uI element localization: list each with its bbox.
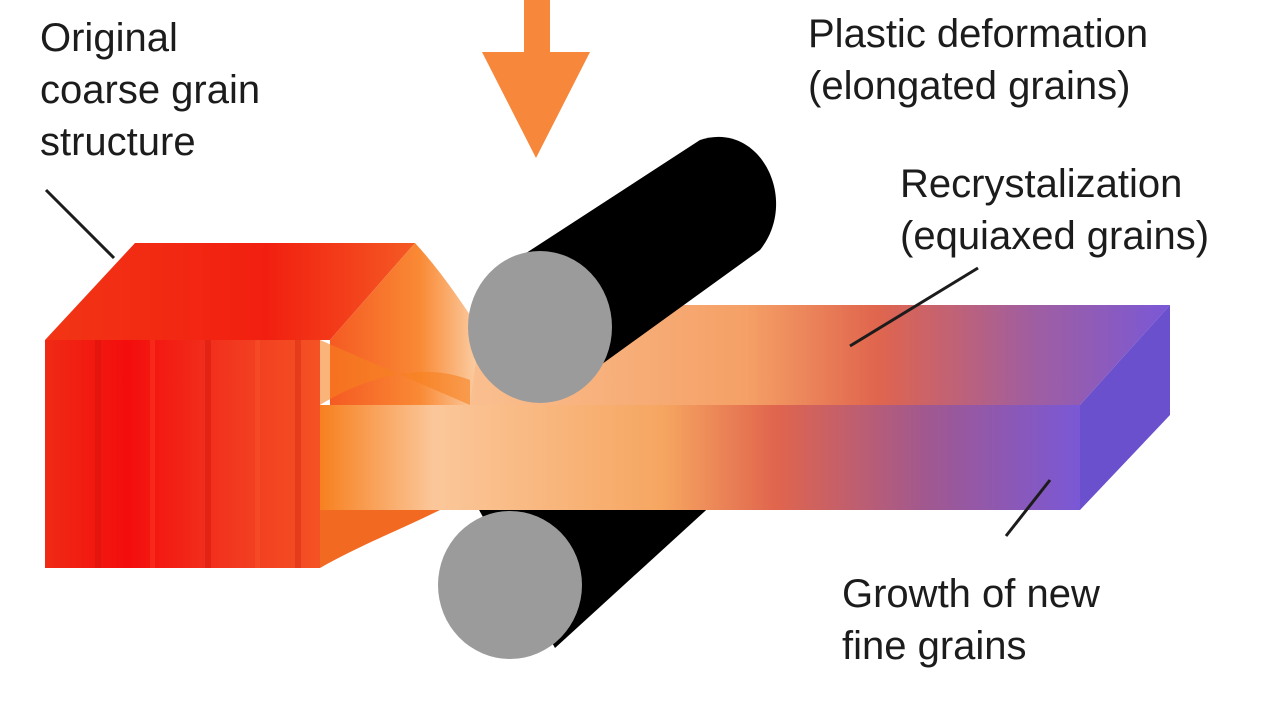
coarse-grain-bands (95, 340, 301, 568)
label-recrystallization: Recrystalization (equiaxed grains) (900, 158, 1209, 262)
label-plastic-line2: (elongated grains) (808, 64, 1131, 108)
label-plastic-line1: Plastic deformation (808, 12, 1149, 56)
top-roller (468, 136, 777, 403)
block-front-face (45, 340, 320, 568)
strip-end-face (1080, 305, 1170, 510)
top-roller-end (468, 251, 612, 403)
leader-growth (1004, 479, 1052, 537)
label-recryst-line1: Recrystalization (900, 162, 1183, 206)
label-original-line3: structure (40, 120, 196, 164)
label-original-line1: Original (40, 16, 178, 60)
label-recryst-line2: (equiaxed grains) (900, 214, 1210, 258)
label-growth-line2: fine grains (842, 624, 1027, 668)
label-original-coarse-grain: Original coarse grain structure (40, 12, 260, 168)
label-grain-growth: Growth of new fine grains (842, 568, 1100, 672)
block-top-face (45, 243, 415, 340)
bottom-roller-end (438, 511, 582, 659)
force-arrow (482, 0, 590, 158)
strip-front-face (320, 405, 1080, 510)
leader-recrystallization (849, 266, 979, 348)
label-plastic-deformation: Plastic deformation (elongated grains) (808, 8, 1148, 112)
label-growth-line1: Growth of new (842, 572, 1100, 616)
leader-original (44, 188, 116, 260)
label-original-line2: coarse grain (40, 68, 261, 112)
